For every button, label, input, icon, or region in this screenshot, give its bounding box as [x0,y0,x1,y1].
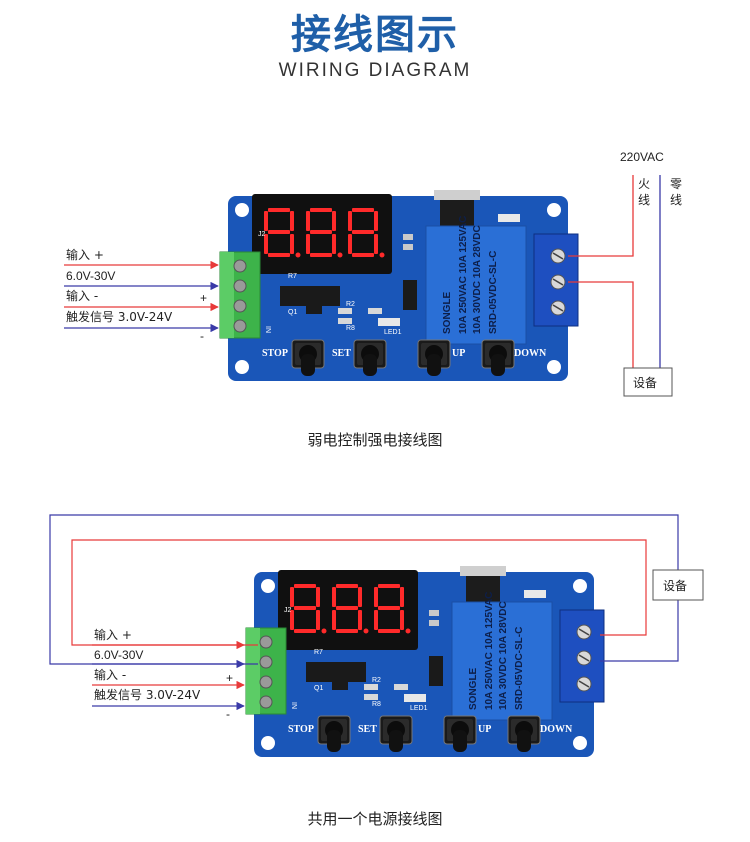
label2-minus: - [226,707,230,721]
caption-1: 弱电控制强电接线图 [307,431,443,449]
label-neutral-2: 线 [670,193,682,207]
label-input-plus: 输入 + [66,247,104,262]
label-minus: - [200,329,204,343]
caption-2: 共用一个电源接线图 [307,810,443,828]
diagram-2: 输入 + 6.0V-30V 输入 - 触发信号 3.0V-24V + - 设备 [49,514,704,757]
label2-voltage: 6.0V-30V [94,648,143,662]
pcb-module-2 [246,566,604,757]
label2-input-plus: 输入 + [94,627,132,642]
label-220vac: 220VAC [620,150,664,164]
page-title: 接线图示 [291,12,459,58]
label-neutral-1: 零 [670,177,682,191]
page-subtitle: WIRING DIAGRAM [278,60,472,81]
device-label-2: 设备 [663,579,687,593]
device-box-2 [652,569,704,601]
device-box [623,367,673,397]
label-plus: + [200,291,207,305]
diagram-1: 输入 + 6.0V-30V 输入 - 触发信号 3.0V-24V + - 220… [64,150,682,397]
label2-trigger: 触发信号 3.0V-24V [94,687,201,702]
label-live-1: 火 [638,177,650,191]
label2-plus: + [226,671,233,685]
label-live-2: 线 [638,193,650,207]
label2-input-minus: 输入 - [94,667,126,682]
label-input-minus: 输入 - [66,288,98,303]
label-voltage: 6.0V-30V [66,269,115,283]
device-label: 设备 [633,376,657,390]
label-trigger: 触发信号 3.0V-24V [66,309,173,324]
pcb-module [220,190,578,381]
